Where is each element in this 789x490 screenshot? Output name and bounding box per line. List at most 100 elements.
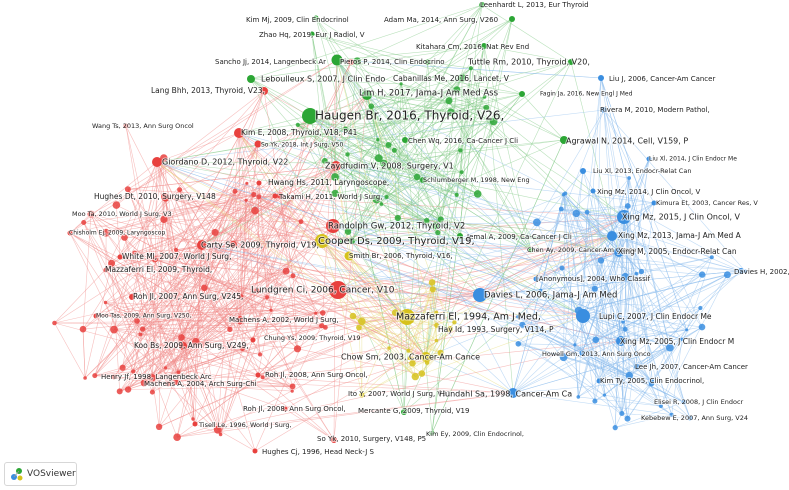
network-node[interactable]: [576, 395, 581, 399]
publication-node[interactable]: [429, 430, 435, 436]
publication-label[interactable]: Hwang Hs, 2011, Laryngoscope,: [267, 177, 390, 188]
publication-label[interactable]: Tisell Le, 1996, World J Surg,: [197, 420, 293, 430]
publication-node[interactable]: [634, 364, 640, 370]
network-node[interactable]: [323, 325, 328, 330]
publication-label[interactable]: Liu J, 2006, Cancer-Am Cancer: [608, 74, 716, 84]
network-node[interactable]: [434, 322, 440, 328]
publication-label[interactable]: Howell Gm, 2013, Ann Surg Onco: [541, 349, 652, 359]
network-node[interactable]: [559, 353, 568, 362]
network-node[interactable]: [348, 237, 356, 244]
publication-node[interactable]: [329, 281, 347, 299]
network-node[interactable]: [473, 190, 482, 198]
publication-node[interactable]: [420, 177, 426, 183]
publication-node[interactable]: [509, 16, 515, 22]
network-node[interactable]: [685, 328, 689, 332]
network-node[interactable]: [447, 108, 455, 116]
network-node[interactable]: [406, 348, 411, 353]
network-node[interactable]: [454, 192, 459, 197]
publication-label[interactable]: Schlumberger M, 1998, New Eng: [422, 175, 531, 185]
network-node[interactable]: [134, 318, 140, 324]
publication-label[interactable]: Haugen Br, 2016, Thyroid, V26,: [314, 108, 505, 124]
network-node[interactable]: [110, 325, 118, 334]
publication-node[interactable]: [326, 219, 340, 233]
network-node[interactable]: [140, 379, 148, 387]
network-node[interactable]: [638, 268, 645, 275]
publication-label[interactable]: Wang Ts, 2013, Ann Surg Oncol: [91, 121, 195, 131]
publication-node[interactable]: [738, 268, 744, 274]
publication-node[interactable]: [617, 210, 631, 224]
publication-node[interactable]: [315, 234, 329, 248]
publication-label[interactable]: Smith Br, 2006, Thyroid, V16,: [348, 251, 454, 261]
network-node[interactable]: [173, 247, 179, 252]
network-node[interactable]: [698, 323, 706, 331]
publication-node[interactable]: [152, 157, 162, 167]
network-node[interactable]: [132, 250, 137, 256]
network-node[interactable]: [116, 388, 123, 395]
publication-node[interactable]: [681, 399, 687, 405]
network-node[interactable]: [258, 352, 262, 357]
network-node[interactable]: [245, 181, 249, 185]
publication-node[interactable]: [260, 87, 268, 95]
vosviewer-badge[interactable]: VOSviewer: [4, 462, 77, 486]
network-node[interactable]: [155, 423, 163, 430]
publication-label[interactable]: Moo Tas, 2009, Ann Surg, V250,: [95, 312, 193, 321]
network-node[interactable]: [229, 240, 237, 248]
publication-label[interactable]: Lupi C, 2007, J Clin Endocr Me: [598, 311, 713, 322]
network-node[interactable]: [138, 332, 143, 337]
network-node[interactable]: [265, 295, 270, 300]
network-node[interactable]: [519, 321, 526, 328]
publication-node[interactable]: [237, 316, 243, 322]
network-node[interactable]: [624, 415, 631, 422]
network-node[interactable]: [437, 216, 444, 223]
network-node[interactable]: [372, 195, 381, 204]
network-node[interactable]: [399, 82, 403, 86]
publication-node[interactable]: [651, 200, 657, 206]
network-node[interactable]: [409, 360, 416, 367]
network-node[interactable]: [483, 104, 490, 111]
publication-node[interactable]: [457, 233, 463, 239]
network-node[interactable]: [291, 196, 295, 200]
network-node[interactable]: [232, 188, 238, 194]
publication-node[interactable]: [313, 15, 319, 21]
network-node[interactable]: [290, 273, 296, 279]
publication-node[interactable]: [129, 294, 135, 300]
publication-label[interactable]: Ito Y, 2007, World J Surg, V31: [347, 389, 452, 399]
publication-node[interactable]: [111, 374, 117, 380]
network-node[interactable]: [124, 186, 131, 193]
network-node[interactable]: [515, 341, 522, 347]
network-node[interactable]: [411, 372, 419, 381]
publication-label[interactable]: Hughes Cj, 1996, Head Neck-J S: [261, 447, 375, 457]
network-node[interactable]: [148, 374, 156, 382]
publication-label[interactable]: Kitahara Cm, 2016, Nat Rev End: [415, 42, 530, 52]
network-node[interactable]: [173, 433, 181, 442]
network-node[interactable]: [533, 218, 541, 227]
publication-node[interactable]: [247, 75, 255, 83]
network-node[interactable]: [384, 195, 389, 199]
publication-label[interactable]: Mercante G, 2009, Thyroid, V19: [357, 406, 470, 416]
publication-label[interactable]: Zaydfudim V, 2008, Surgery, V1: [324, 161, 455, 172]
network-node[interactable]: [468, 66, 473, 71]
network-node[interactable]: [295, 122, 300, 127]
publication-node[interactable]: [458, 74, 466, 82]
publication-label[interactable]: Zhao Hq, 2019, Eur J Radiol, V: [258, 30, 366, 40]
publication-node[interactable]: [687, 415, 693, 421]
network-node[interactable]: [591, 285, 598, 292]
network-node[interactable]: [387, 166, 391, 170]
network-node[interactable]: [331, 189, 339, 197]
publication-label[interactable]: Cabanillas Me, 2016, Lancet, V: [392, 73, 511, 84]
publication-label[interactable]: Chow Sm, 2003, Cancer-Am Cance: [340, 352, 481, 363]
publication-label[interactable]: Henry Jf, 1998, Langenbeck Arc: [100, 372, 213, 382]
publication-node[interactable]: [67, 230, 73, 236]
publication-node[interactable]: [103, 267, 109, 273]
network-node[interactable]: [211, 228, 219, 236]
network-node[interactable]: [218, 432, 223, 437]
network-node[interactable]: [559, 265, 565, 271]
publication-label[interactable]: Randolph Gw, 2012, Thyroid, V2: [327, 221, 466, 233]
publication-label[interactable]: Pieros P, 2014, Clin Endocrino: [339, 57, 446, 67]
publication-node[interactable]: [344, 251, 354, 261]
publication-node[interactable]: [123, 123, 129, 129]
publication-label[interactable]: Kebebew E, 2007, Ann Surg, V24: [640, 413, 749, 423]
publication-label[interactable]: Leenhardt L, 2013, Eur Thyroid: [479, 0, 590, 10]
network-node[interactable]: [191, 417, 195, 421]
network-node[interactable]: [374, 154, 383, 163]
